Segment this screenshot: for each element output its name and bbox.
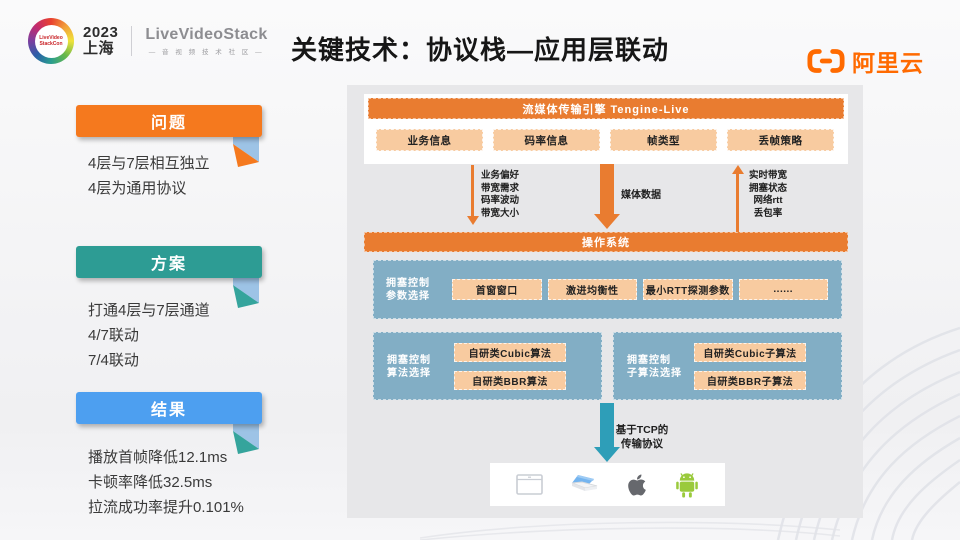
down-arrow-left [471, 165, 474, 216]
result-ribbon-tail [233, 423, 259, 454]
problem-item: 4层与7层相互独立 [88, 155, 210, 172]
tcp-arrow-label: 基于TCP的 传输协议 [615, 424, 669, 450]
param-options-row: 首窗窗口 激进均衡性 最小RTT探测参数 ...... [452, 279, 828, 300]
logo-divider [131, 26, 133, 56]
result-item: 卡顿率降低32.5ms [88, 474, 213, 491]
media-data-label: 媒体数据 [621, 190, 661, 201]
result-item: 拉流成功率提升0.101% [88, 499, 244, 516]
platform-icons-box [490, 463, 725, 506]
problem-ribbon: 问题 [76, 105, 262, 137]
engine-header-bar: 流媒体传输引擎 Tengine-Live [368, 98, 844, 119]
community-name: LiveVideoStack [145, 26, 268, 43]
conference-city: 上海 [83, 40, 115, 57]
bottom-swoosh-decoration [420, 521, 840, 540]
os-bar: 操作系统 [364, 232, 848, 252]
livevideostackcon-logo-icon: LiveVideo StackCon [28, 18, 74, 64]
sub-algo-select-label: 拥塞控制 子算法选择 [627, 355, 682, 379]
conference-edition: 2023 上海 [83, 25, 118, 57]
engine-info-box: 帧类型 [610, 129, 717, 151]
laptop-icon [571, 475, 597, 491]
aliyun-brackets-icon [807, 49, 845, 73]
engine-info-row: 业务信息 码率信息 帧类型 丢帧策略 [376, 129, 834, 151]
android-icon [675, 473, 698, 498]
plan-item: 7/4联动 [88, 352, 139, 369]
param-option: ...... [738, 279, 828, 300]
param-option: 最小RTT探测参数 [643, 279, 733, 300]
algo-select-box: 拥塞控制 算法选择 自研类Cubic算法 自研类BBR算法 [373, 332, 602, 400]
media-data-arrow [600, 164, 614, 214]
livevideostackcon-logo-text: LiveVideo StackCon [34, 24, 68, 58]
vendor-logo: 阿里云 [807, 44, 924, 78]
up-arrow-labels: 实时带宽 拥塞状态 网络rtt 丢包率 [748, 170, 787, 219]
sub-algo-option: 自研类BBR子算法 [694, 371, 806, 390]
algo-option: 自研类Cubic算法 [454, 343, 566, 362]
apple-icon [628, 474, 647, 495]
vendor-name: 阿里云 [852, 50, 924, 76]
problem-item: 4层为通用协议 [88, 180, 187, 197]
result-item: 播放首帧降低12.1ms [88, 449, 228, 466]
problem-items: 4层与7层相互独立 4层为通用协议 [88, 151, 210, 201]
plan-item: 打通4层与7层通道 [88, 302, 210, 319]
result-items: 播放首帧降低12.1ms 卡顿率降低32.5ms 拉流成功率提升0.101% [88, 445, 244, 520]
up-arrow [736, 174, 739, 232]
param-option: 激进均衡性 [547, 279, 637, 300]
conference-year: 2023 [83, 24, 119, 41]
plan-ribbon-tail [233, 277, 259, 308]
engine-container: 流媒体传输引擎 Tengine-Live 业务信息 码率信息 帧类型 丢帧策略 [364, 94, 848, 164]
media-data-arrow-head [594, 214, 620, 229]
engine-info-box: 业务信息 [376, 129, 483, 151]
param-option: 首窗窗口 [452, 279, 542, 300]
conference-logo-cluster: LiveVideo StackCon 2023 上海 LiveVideoStac… [28, 18, 268, 64]
community-tagline: — 音 视 频 技 术 社 区 — [148, 49, 265, 56]
algo-select-label: 拥塞控制 算法选择 [387, 355, 431, 379]
sub-algo-option: 自研类Cubic子算法 [694, 343, 806, 362]
algo-option: 自研类BBR算法 [454, 371, 566, 390]
plan-ribbon: 方案 [76, 246, 262, 278]
architecture-diagram-panel: 流媒体传输引擎 Tengine-Live 业务信息 码率信息 帧类型 丢帧策略 … [347, 85, 863, 518]
result-ribbon: 结果 [76, 392, 262, 424]
plan-item: 4/7联动 [88, 327, 139, 344]
slide-title: 关键技术：协议栈—应用层联动 [290, 35, 669, 65]
engine-info-box: 码率信息 [493, 129, 600, 151]
param-select-label: 拥塞控制 参数选择 [386, 278, 430, 302]
sub-algo-select-box: 拥塞控制 子算法选择 自研类Cubic子算法 自研类BBR子算法 [613, 332, 842, 400]
tcp-arrow [600, 403, 614, 447]
param-select-box: 拥塞控制 参数选择 首窗窗口 激进均衡性 最小RTT探测参数 ...... [373, 260, 842, 319]
down-arrow-left-head [466, 216, 479, 225]
community-logo: LiveVideoStack — 音 视 频 技 术 社 区 — [145, 26, 267, 56]
tcp-arrow-head [594, 447, 620, 462]
plan-items: 打通4层与7层通道 4/7联动 7/4联动 [88, 298, 210, 373]
window-icon [516, 474, 544, 495]
problem-ribbon-tail [233, 136, 259, 167]
engine-info-box: 丢帧策略 [727, 129, 834, 151]
up-arrow-head [731, 165, 744, 174]
down-arrow-left-labels: 业务偏好 带宽需求 码率波动 带宽大小 [481, 170, 520, 219]
